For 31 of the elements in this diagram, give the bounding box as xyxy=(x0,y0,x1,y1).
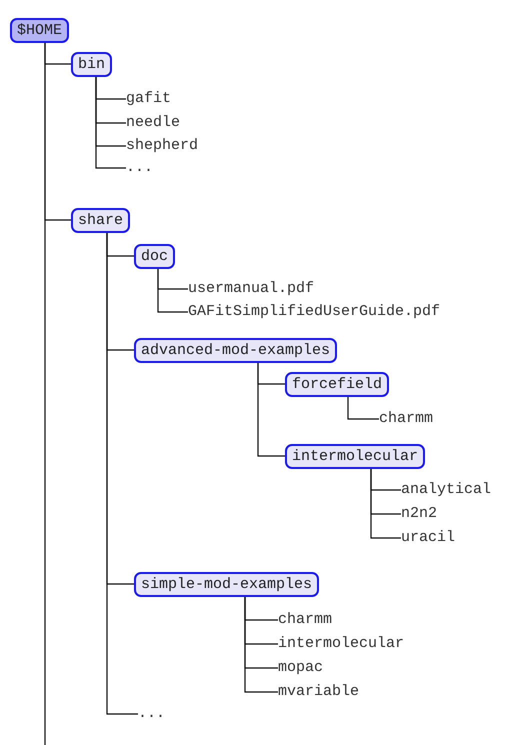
connector-line xyxy=(244,597,278,693)
file-name: analytical xyxy=(401,481,492,499)
file-name: charmm xyxy=(379,410,434,428)
directory-box: advanced-mod-examples xyxy=(134,338,338,362)
file-name: uracil xyxy=(401,529,456,547)
file-name: mvariable xyxy=(278,683,360,701)
directory-box: $HOME xyxy=(10,18,70,42)
directory-box: share xyxy=(71,208,130,232)
connector-line xyxy=(106,233,138,715)
file-name: GAFitSimplifiedUserGuide.pdf xyxy=(188,303,440,321)
directory-box: simple-mod-examples xyxy=(134,572,320,596)
directory-box: forcefield xyxy=(285,372,390,396)
file-name: mopac xyxy=(278,659,324,677)
directory-box: intermolecular xyxy=(285,444,426,468)
file-name: ... xyxy=(126,159,154,177)
file-name: needle xyxy=(126,114,180,132)
file-name: ... xyxy=(138,705,166,723)
connector-line xyxy=(370,469,401,539)
file-name: n2n2 xyxy=(401,505,438,523)
connector-line xyxy=(347,397,379,420)
trunk-line xyxy=(44,43,46,745)
connector-line xyxy=(257,363,285,457)
file-name: charmm xyxy=(278,611,332,629)
directory-box: doc xyxy=(134,244,176,268)
file-name: intermolecular xyxy=(278,635,404,653)
connector-line xyxy=(157,269,188,313)
file-name: gafit xyxy=(126,90,172,108)
file-name: shepherd xyxy=(126,137,198,155)
connector-line xyxy=(95,77,126,169)
directory-box: bin xyxy=(71,52,112,76)
file-name: usermanual.pdf xyxy=(188,280,314,298)
